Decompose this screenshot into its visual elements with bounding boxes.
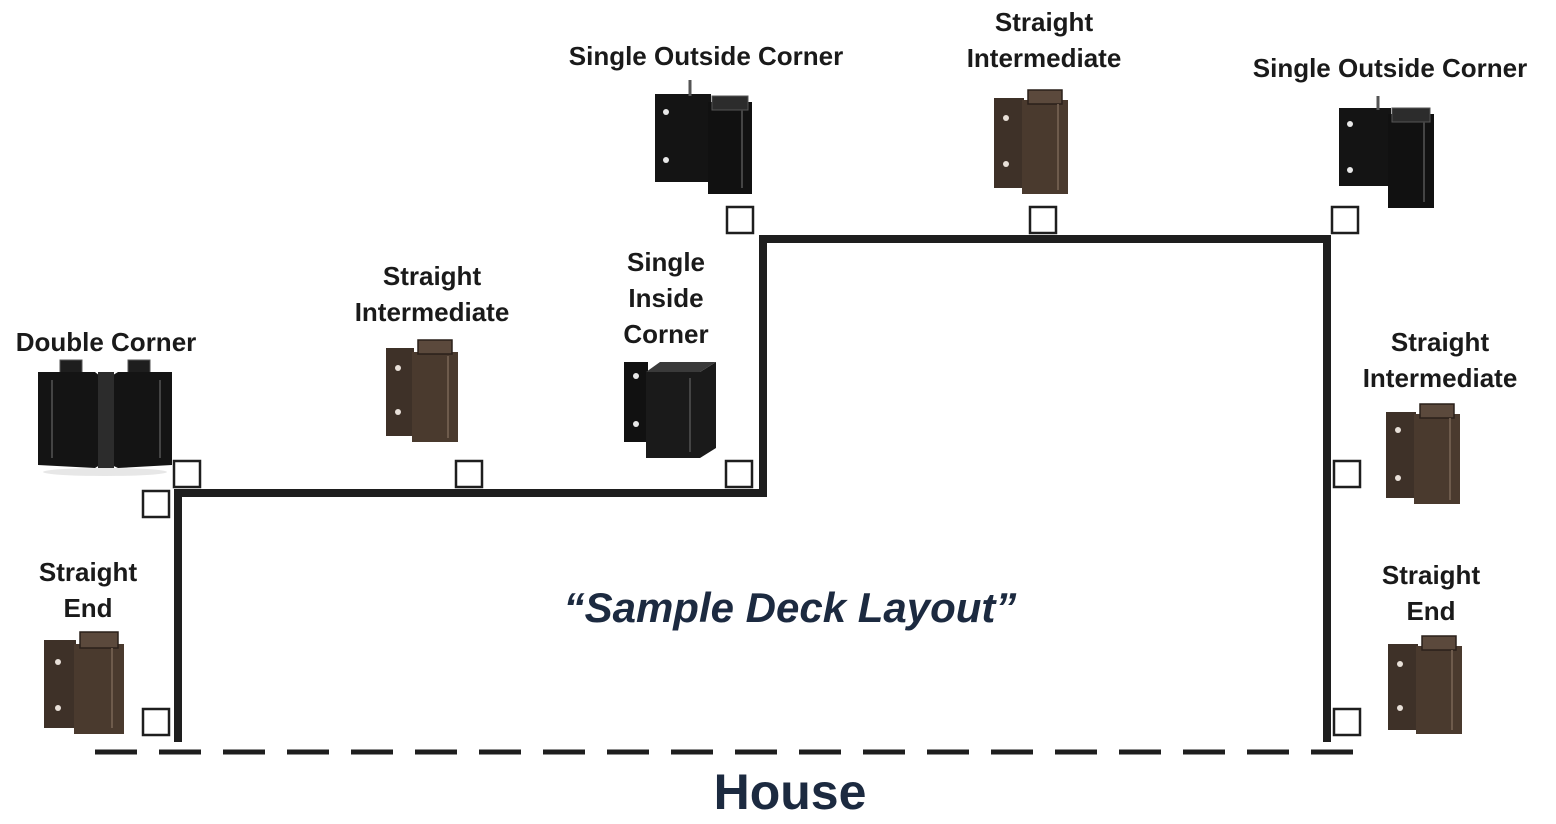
label-line: Single xyxy=(626,247,705,277)
post-marker xyxy=(1330,205,1360,235)
label-line: Intermediate xyxy=(1362,363,1518,393)
deck-outline xyxy=(174,235,1331,742)
label-line: Straight xyxy=(1381,560,1481,590)
label-line: Intermediate xyxy=(966,43,1122,73)
post-marker xyxy=(724,459,754,489)
double-corner-bracket-icon xyxy=(38,359,172,476)
post-marker xyxy=(725,205,755,235)
straight-end-bracket-icon xyxy=(1388,635,1462,734)
post-marker xyxy=(141,707,171,737)
straight-intermediate-bracket-icon xyxy=(994,89,1068,194)
label-line: Straight xyxy=(382,261,482,291)
post-marker xyxy=(1028,205,1058,235)
post-marker xyxy=(454,459,484,489)
label-line: Single Outside Corner xyxy=(568,41,844,71)
label-single-outside-corner-right: Single Outside Corner xyxy=(1230,50,1550,86)
label-line: Straight xyxy=(38,557,138,587)
label-straight-end-right: Straight End xyxy=(1361,557,1501,629)
label-single-outside-corner-left: Single Outside Corner xyxy=(546,38,866,74)
label-double-corner: Double Corner xyxy=(6,324,206,360)
post-marker xyxy=(1332,707,1362,737)
post-marker xyxy=(172,459,202,489)
straight-intermediate-bracket-icon xyxy=(386,339,458,442)
single-inside-corner-bracket-icon xyxy=(624,362,716,458)
post-marker xyxy=(1332,459,1362,489)
label-line: End xyxy=(1406,596,1456,626)
label-line: Inside xyxy=(628,283,704,313)
house-label: House xyxy=(713,764,867,820)
straight-end-bracket-icon xyxy=(44,631,124,734)
label-line: Straight xyxy=(1390,327,1490,357)
label-line: Double Corner xyxy=(15,327,197,357)
single-outside-corner-bracket-icon xyxy=(655,80,752,194)
single-outside-corner-bracket-icon xyxy=(1339,96,1434,208)
post-marker xyxy=(141,489,171,519)
label-line: Single Outside Corner xyxy=(1252,53,1528,83)
post-markers xyxy=(141,205,1362,737)
label-line: Straight xyxy=(994,7,1094,37)
label-line: Corner xyxy=(623,319,709,349)
label-straight-end-left: Straight End xyxy=(18,554,158,626)
label-straight-intermediate-top: Straight Intermediate xyxy=(944,4,1144,76)
label-line: End xyxy=(63,593,113,623)
label-straight-intermediate-left: Straight Intermediate xyxy=(332,258,532,330)
label-line: Intermediate xyxy=(354,297,510,327)
label-single-inside-corner: Single Inside Corner xyxy=(596,244,736,352)
label-straight-intermediate-right: Straight Intermediate xyxy=(1340,324,1540,396)
diagram-title: “Sample Deck Layout” xyxy=(563,584,1017,631)
straight-intermediate-bracket-icon xyxy=(1386,403,1460,504)
